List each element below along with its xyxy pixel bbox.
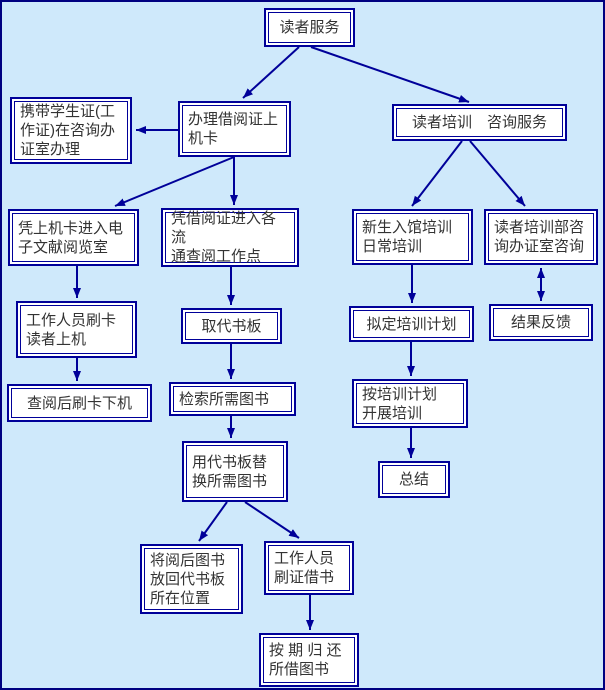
node-summary-label: 总结 (398, 471, 429, 488)
node-training-service-label: 读者培训 咨询服务 (411, 114, 547, 131)
node-staff-borrow-label: 工作人员 刷证借书 (274, 550, 335, 586)
node-work-points: 凭借阅证进入各流 通查阅工作点 (161, 208, 299, 267)
node-search-books: 检索所需图书 (169, 382, 296, 416)
node-search-books-label: 检索所需图书 (179, 390, 270, 408)
node-ecard-room-frame: 凭上机卡进入电 子文献阅览室 (12, 213, 135, 262)
node-handle-card: 办理借阅证上 机卡 (178, 101, 291, 157)
node-reader-service: 读者服务 (264, 8, 355, 47)
edge-training-to-dept (469, 140, 526, 207)
node-training-dept: 读者培训部咨 询办证室咨询 (484, 209, 598, 265)
node-newbie-training-label: 新生入馆培训 日常培训 (362, 219, 453, 255)
edge-replace-to-return-place (198, 501, 228, 542)
node-staff-borrow: 工作人员 刷证借书 (264, 541, 354, 595)
node-swipe-off-frame: 查阅后刷卡下机 (11, 388, 148, 418)
node-take-plate: 取代书板 (181, 308, 282, 344)
node-feedback-label: 结果反馈 (510, 314, 571, 331)
node-reader-service-label: 读者服务 (279, 19, 340, 36)
node-swipe-off-label: 查阅后刷卡下机 (26, 394, 132, 412)
node-work-points-frame: 凭借阅证进入各流 通查阅工作点 (165, 210, 295, 265)
node-newbie-training: 新生入馆培训 日常培训 (352, 209, 473, 265)
node-search-books-frame: 检索所需图书 (173, 386, 292, 412)
node-staff-swipe-on-frame: 工作人员刷卡 读者上机 (20, 305, 133, 354)
edge-root-to-handle-card (242, 46, 300, 99)
node-work-points-label: 凭借阅证进入各流 通查阅工作点 (171, 210, 277, 265)
node-return-place-frame: 将阅后图书 放回代书板 所在位置 (144, 548, 239, 610)
node-staff-borrow-frame: 工作人员 刷证借书 (268, 545, 350, 591)
node-ecard-room-label: 凭上机卡进入电 子文献阅览室 (18, 219, 124, 256)
node-return-place-label: 将阅后图书 放回代书板 所在位置 (150, 551, 226, 607)
node-summary-frame: 总结 (382, 465, 446, 494)
node-staff-swipe-on: 工作人员刷卡 读者上机 (16, 301, 137, 358)
node-return-on-time: 按 期 归 还 所借图书 (259, 633, 359, 687)
node-swipe-off: 查阅后刷卡下机 (7, 384, 152, 422)
node-reader-service-frame: 读者服务 (268, 12, 351, 43)
node-return-on-time-label: 按 期 归 还 所借图书 (269, 642, 342, 678)
edge-handle-card-to-ecard-room (114, 156, 235, 207)
node-feedback-frame: 结果反馈 (493, 308, 589, 337)
node-take-plate-frame: 取代书板 (185, 312, 278, 340)
node-make-plan-label: 拟定培训计划 (366, 315, 457, 333)
node-take-card-label: 携带学生证(工 作证)在咨询办 证室办理 (20, 103, 115, 158)
node-training-dept-frame: 读者培训部咨 询办证室咨询 (488, 213, 594, 261)
node-return-on-time-frame: 按 期 归 还 所借图书 (263, 637, 355, 683)
node-carry-training-label: 按培训计划 开展培训 (362, 385, 438, 422)
node-return-place: 将阅后图书 放回代书板 所在位置 (140, 544, 243, 614)
node-make-plan-frame: 拟定培训计划 (353, 310, 470, 338)
node-take-card-frame: 携带学生证(工 作证)在咨询办 证室办理 (14, 101, 128, 160)
edge-replace-to-staff-borrow (244, 501, 300, 539)
edge-training-to-newbie (411, 140, 463, 207)
node-handle-card-frame: 办理借阅证上 机卡 (182, 105, 287, 153)
node-staff-swipe-on-label: 工作人员刷卡 读者上机 (26, 311, 117, 348)
edge-root-to-training-service (310, 46, 470, 103)
node-replace-books-frame: 用代书板替 换所需图书 (186, 445, 284, 498)
node-summary: 总结 (378, 461, 450, 498)
node-carry-training-frame: 按培训计划 开展培训 (356, 383, 464, 424)
node-training-service-frame: 读者培训 咨询服务 (396, 108, 563, 137)
node-newbie-training-frame: 新生入馆培训 日常培训 (356, 213, 469, 261)
node-ecard-room: 凭上机卡进入电 子文献阅览室 (8, 209, 139, 266)
node-make-plan: 拟定培训计划 (349, 306, 474, 342)
node-feedback: 结果反馈 (489, 304, 593, 341)
node-replace-books: 用代书板替 换所需图书 (182, 441, 288, 502)
node-carry-training: 按培训计划 开展培训 (352, 379, 468, 428)
node-training-service: 读者培训 咨询服务 (392, 104, 567, 141)
node-handle-card-label: 办理借阅证上 机卡 (188, 111, 279, 147)
node-replace-books-label: 用代书板替 换所需图书 (192, 453, 268, 490)
node-training-dept-label: 读者培训部咨 询办证室咨询 (494, 219, 585, 255)
node-take-card: 携带学生证(工 作证)在咨询办 证室办理 (10, 97, 132, 164)
node-take-plate-label: 取代书板 (201, 317, 262, 335)
